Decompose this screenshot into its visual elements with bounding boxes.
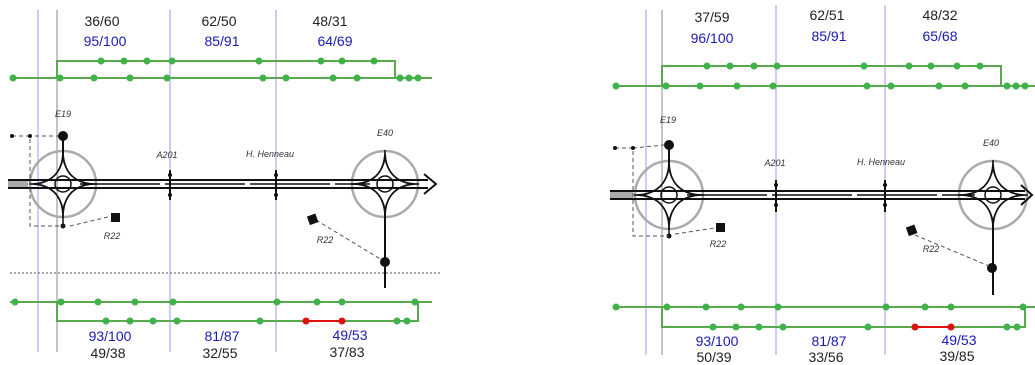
- label-r22: R22: [104, 231, 121, 241]
- top-count-dark: 36/60: [84, 13, 119, 29]
- top-detector-dots: [9, 57, 422, 82]
- bottom-count-blue: 81/87: [811, 333, 846, 349]
- top-count-blue: 64/69: [317, 33, 352, 49]
- top-count-blue: 95/100: [84, 33, 127, 49]
- label-henneau: H. Henneau: [246, 149, 294, 159]
- bottom-count-dark: 32/55: [202, 345, 237, 361]
- label-r22: R22: [710, 239, 727, 249]
- red-detector-dots: [302, 317, 346, 325]
- bottom-count-dark: 33/56: [808, 349, 843, 365]
- bottom-count-blue: 81/87: [204, 328, 239, 344]
- top-count-dark: 48/31: [312, 13, 347, 29]
- top-detector-dots: [612, 62, 1029, 90]
- label-e40: E40: [377, 128, 393, 138]
- top-green-track: [10, 60, 432, 79]
- r22-marker: [111, 213, 120, 222]
- label-r22: R22: [923, 244, 940, 254]
- bottom-green-track: [613, 306, 1035, 328]
- r22-marker: [306, 213, 319, 226]
- top-count-blue: 65/68: [922, 28, 957, 44]
- r22-marker: [716, 223, 725, 232]
- red-detector-dots: [911, 323, 955, 331]
- road-network: [610, 140, 1034, 295]
- bottom-count-blue: 49/53: [941, 332, 976, 348]
- bottom-count-dark: 37/83: [329, 344, 364, 360]
- label-henneau: H. Henneau: [857, 157, 905, 167]
- bottom-count-dark: 49/38: [90, 345, 125, 361]
- top-count-blue: 85/91: [811, 28, 846, 44]
- right-diagram: 37/59 96/100 62/51 85/91 48/32 65/68: [610, 5, 1035, 365]
- road-network: [8, 131, 438, 288]
- bottom-count-blue: 93/100: [696, 333, 739, 349]
- bottom-detector-dots: [11, 298, 419, 325]
- top-count-dark: 48/32: [922, 7, 957, 23]
- label-e19: E19: [660, 115, 676, 125]
- label-e19: E19: [55, 109, 71, 119]
- r22-marker: [905, 224, 918, 237]
- bottom-green-track: [10, 301, 432, 322]
- label-a201: A201: [155, 150, 177, 160]
- label-e40: E40: [983, 138, 999, 148]
- bottom-count-dark: 39/85: [939, 348, 974, 364]
- bottom-count-blue: 93/100: [89, 328, 132, 344]
- label-r22: R22: [317, 235, 334, 245]
- top-count-dark: 62/50: [201, 13, 236, 29]
- bottom-count-dark: 50/39: [696, 349, 731, 365]
- left-diagram: 36/60 95/100 62/50 85/91 48/31 64/69: [8, 10, 440, 361]
- top-count-dark: 62/51: [809, 7, 844, 23]
- bottom-count-blue: 49/53: [332, 327, 367, 343]
- top-count-dark: 37/59: [694, 9, 729, 25]
- bottom-detector-dots: [612, 303, 1027, 331]
- top-count-blue: 85/91: [204, 33, 239, 49]
- top-count-blue: 96/100: [691, 30, 734, 46]
- top-green-track: [613, 65, 1035, 87]
- label-a201: A201: [763, 158, 785, 168]
